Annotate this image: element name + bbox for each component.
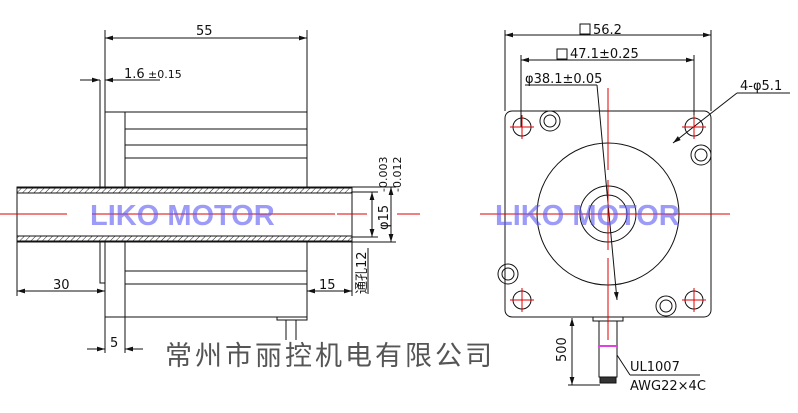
flange-tol: ±0.15: [148, 68, 182, 81]
shaft-tol-lower: -0.012: [391, 157, 404, 192]
front-dimension-labels: 56.2 47.1±0.25 φ38.1±0.05 4-φ5.1 500 UL1…: [525, 23, 782, 394]
pilot-dia-dim: φ38.1±0.05: [525, 72, 602, 87]
length-dim: 55: [196, 24, 213, 39]
flange-dim: 1.6: [124, 67, 145, 82]
hole-crosshairs: [510, 115, 706, 312]
side-dimension-labels: 55 1.6 ±0.15 30 15 5 φ15 -0.003 -0.012 通…: [53, 24, 404, 351]
shaft-tol-upper: -0.003: [377, 157, 390, 192]
through-hole-dim: 通孔12: [355, 251, 370, 294]
side-view: [16, 30, 396, 353]
cable-type: UL1007: [630, 360, 680, 375]
hole-pitch-dim: 47.1±0.25: [570, 47, 639, 62]
company-name: 常州市丽控机电有限公司: [165, 341, 495, 372]
boss-dim: 5: [110, 336, 118, 351]
shaft-dia-dim: φ15: [377, 205, 392, 230]
shaft-rear-dim: 15: [319, 278, 336, 293]
watermark-left: LIKO MOTOR: [90, 200, 275, 232]
watermark-right: LIKO MOTOR: [495, 200, 680, 232]
shaft-front-dim: 30: [53, 278, 70, 293]
front-centerlines: [0, 88, 730, 340]
mount-holes-dim: 4-φ5.1: [740, 79, 782, 94]
cable-spec: AWG22×4C: [630, 379, 706, 394]
screws: [497, 110, 712, 317]
lead-length-dim: 500: [555, 337, 570, 362]
square-dim: 56.2: [593, 23, 622, 38]
